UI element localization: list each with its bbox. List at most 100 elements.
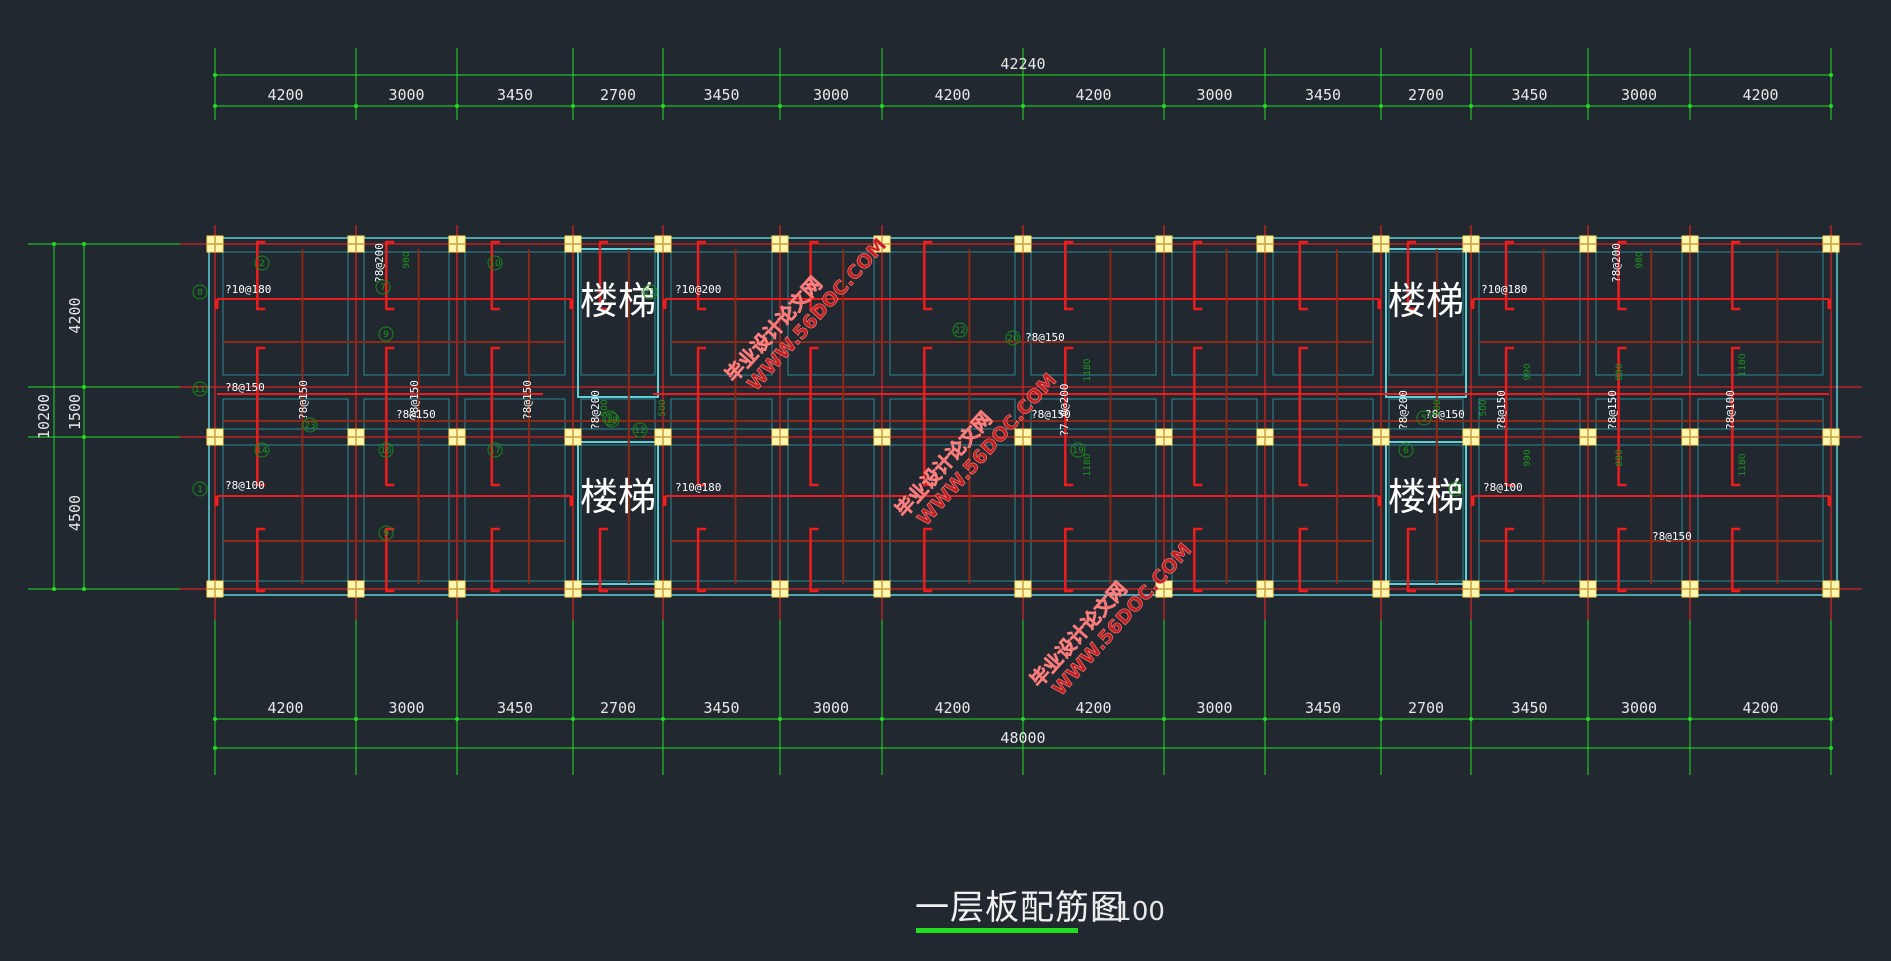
dimension-span-bottom: 2700 — [600, 699, 636, 717]
dimension-span-top: 3000 — [1196, 86, 1232, 104]
slab-panel — [363, 444, 450, 582]
top-support-rebar — [1193, 346, 1203, 487]
rebar-spec-label: ?8@200 — [589, 390, 602, 430]
dimension-span-top: 3000 — [388, 86, 424, 104]
dimension-span-top: 4200 — [1075, 86, 1111, 104]
dimension-span-bottom: 4200 — [1075, 699, 1111, 717]
bar-mark-circle — [487, 255, 503, 271]
top-support-rebar — [1298, 527, 1308, 593]
bar-mark-circle — [378, 442, 394, 458]
dimension-tick — [82, 587, 86, 591]
dimension-left-total: 10200 — [35, 394, 53, 439]
top-support-rebar — [1731, 346, 1741, 487]
bar-mark-circle — [487, 442, 503, 458]
dimension-span-bottom: 4200 — [1742, 699, 1778, 717]
slab-panel — [1697, 251, 1824, 376]
annotation-layer: 4224048000420042003000300034503450270027… — [35, 55, 1779, 747]
rebar-spec-label: ?10@180 — [225, 283, 271, 296]
stair-label: 楼梯 — [1388, 475, 1464, 519]
rebar-spec-label: ?8@200 — [1397, 390, 1410, 430]
dimension-tick — [354, 717, 358, 721]
bar-mark-circle — [1398, 442, 1414, 458]
dimension-span-bottom: 3000 — [813, 699, 849, 717]
dimension-span-bottom: 3000 — [1196, 699, 1232, 717]
rebar-length-label: 880 — [1615, 449, 1625, 466]
dimension-tick — [82, 242, 86, 246]
slab-panel — [1272, 251, 1374, 376]
top-support-rebar — [1731, 240, 1741, 311]
top-support-rebar — [1064, 346, 1074, 487]
dimension-tick — [661, 717, 665, 721]
dimension-tick — [1586, 104, 1590, 108]
bar-mark-number: 1 — [197, 485, 203, 495]
dimension-tick — [354, 104, 358, 108]
bar-mark-number: 6 — [1403, 446, 1409, 456]
slab-panel — [1171, 251, 1258, 376]
bar-mark-number: 11 — [194, 385, 205, 395]
rebar-spec-label: ?10@180 — [675, 481, 721, 494]
slab-panel — [1388, 251, 1464, 376]
dimension-span-top: 4200 — [1742, 86, 1778, 104]
top-support-rebar — [1617, 527, 1627, 593]
top-support-rebar — [1064, 240, 1074, 311]
bar-mark-number: 10 — [489, 259, 501, 269]
rebar-spec-label: ?8@150 — [1652, 530, 1692, 543]
slab-panel — [1478, 444, 1581, 582]
watermark-url: WWW.56DOC.COM — [1048, 539, 1196, 700]
rebar-spec-label: ?8@150 — [1031, 408, 1071, 421]
rebar-spec-label: ?8@200 — [373, 243, 386, 283]
bar-mark-number: 2 — [259, 259, 265, 269]
rebar-length-label: 980 — [402, 251, 412, 268]
top-support-rebar — [696, 346, 707, 487]
top-support-rebar — [696, 240, 707, 311]
slab-panel — [1388, 444, 1464, 582]
top-support-rebar — [598, 240, 608, 311]
dimension-tick — [1829, 746, 1833, 750]
dimension-tick — [52, 242, 56, 246]
top-support-rebar — [385, 527, 395, 593]
bar-mark-circle — [378, 525, 394, 541]
rebar-spec-label: ?8@150 — [297, 380, 310, 420]
dimension-total-bottom: 48000 — [1000, 729, 1045, 747]
slab-panel — [580, 251, 656, 376]
slab-panel — [1595, 444, 1683, 582]
slab-panel — [787, 251, 875, 376]
rebar-length-label: 500 — [658, 399, 668, 416]
slab-panel — [464, 398, 566, 430]
dimension-tick — [1469, 717, 1473, 721]
bar-mark-circle — [642, 284, 658, 300]
column-layer — [206, 235, 1840, 598]
stair-label: 楼梯 — [580, 279, 656, 323]
top-support-rebar — [1406, 240, 1416, 311]
dimension-left-span: 4500 — [66, 495, 84, 531]
bar-mark-circle — [604, 412, 620, 428]
bar-mark-circle — [1005, 330, 1021, 346]
dimension-tick — [1829, 717, 1833, 721]
top-support-rebar — [598, 527, 608, 593]
rebar-spec-label: ?8@150 — [1606, 390, 1619, 430]
top-support-rebar — [1406, 527, 1416, 593]
rebar-length-label: 1180 — [1738, 353, 1748, 376]
top-support-rebar — [490, 346, 500, 487]
slab-panel — [670, 444, 773, 582]
top-support-rebar — [1193, 240, 1203, 311]
slab-panel — [1030, 398, 1157, 430]
rebar-length-label: 1180 — [1738, 453, 1748, 476]
bar-mark-number: 23 — [304, 421, 315, 431]
bar-mark-number: 19 — [1072, 446, 1084, 456]
dimension-tick — [1688, 717, 1692, 721]
slab-panel — [1478, 251, 1581, 376]
top-support-rebar — [1298, 240, 1308, 311]
rebar-layer — [215, 240, 1831, 593]
dimension-left-span: 1500 — [66, 394, 84, 430]
rebar-length-label: 500 — [600, 399, 610, 416]
slab-panel — [222, 398, 349, 430]
dimension-span-top: 2700 — [1408, 86, 1444, 104]
top-support-rebar — [385, 240, 395, 311]
slab-panel — [1595, 251, 1683, 376]
rebar-length-label: 880 — [1615, 363, 1625, 380]
slab-panel — [1595, 398, 1683, 430]
stair-label: 楼梯 — [580, 475, 656, 519]
dimension-tick — [455, 717, 459, 721]
slab-panel — [889, 251, 1016, 376]
